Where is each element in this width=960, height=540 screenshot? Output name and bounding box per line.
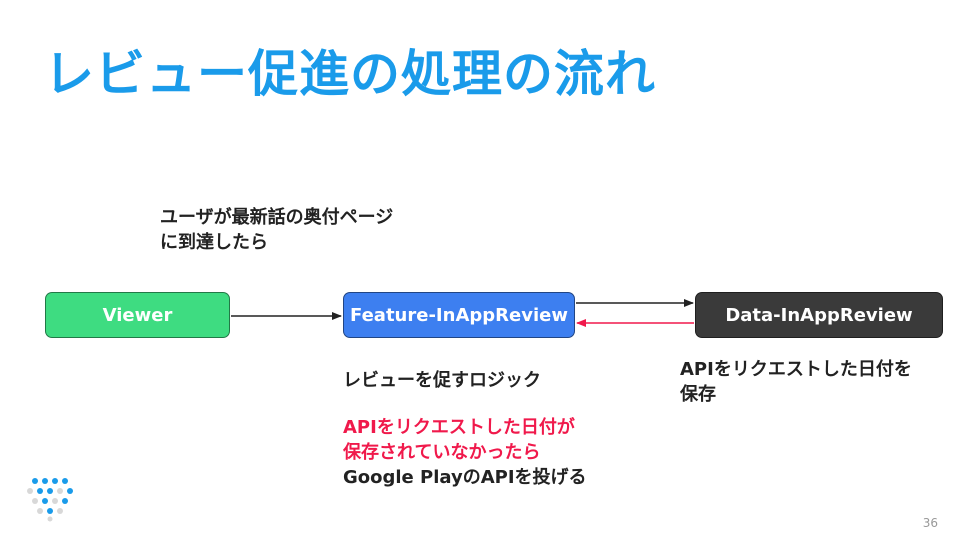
data-note: APIをリクエストした日付を 保存: [680, 357, 912, 407]
logic-note: レビューを促すロジック: [343, 370, 541, 391]
viewer-node: Viewer: [45, 292, 230, 338]
page-number: 36: [922, 516, 938, 530]
trigger-note: ユーザが最新話の奥付ページ に到達したら: [160, 205, 393, 255]
data-note-line-1: APIをリクエストした日付を: [680, 359, 912, 380]
data-note-line-2: 保存: [680, 384, 716, 405]
slide-title: レビュー促進の処理の流れ: [44, 45, 656, 103]
trigger-note-line-1: ユーザが最新話の奥付ページ: [160, 207, 394, 228]
trigger-note-line-2: に到達したら: [160, 232, 268, 253]
condition-note-line-1: APIをリクエストした日付が: [343, 417, 575, 438]
feature-inappreview-node: Feature-InAppReview: [343, 292, 575, 338]
brand-logo-icon: [27, 478, 73, 522]
condition-note: APIをリクエストした日付が 保存されていなかったら Google PlayのA…: [343, 415, 587, 490]
condition-note-line-3: Google PlayのAPIを投げる: [343, 467, 587, 488]
condition-note-line-2: 保存されていなかったら: [343, 442, 541, 463]
data-inappreview-node: Data-InAppReview: [695, 292, 943, 338]
